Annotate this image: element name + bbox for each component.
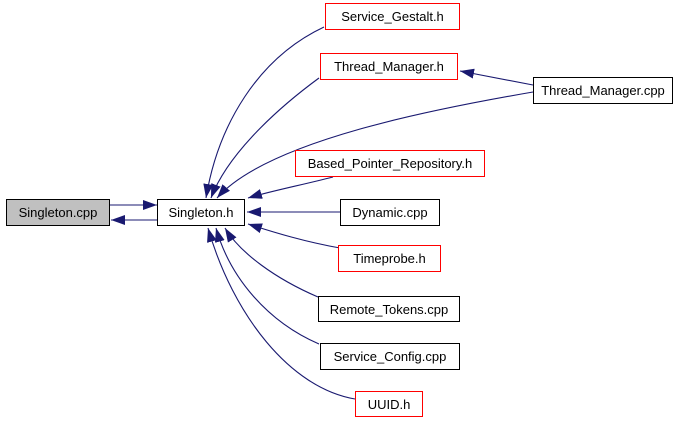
- edge-thread-manager-cpp-to-singleton-h: [216, 91, 534, 199]
- edge-thread-manager-cpp-to-thread-manager-h: [459, 68, 534, 86]
- node-service-gestalt-h[interactable]: Service_Gestalt.h: [325, 3, 460, 30]
- node-thread-manager-cpp: Thread_Manager.cpp: [533, 77, 673, 104]
- edge-remote-tokens-cpp-to-singleton-h: [224, 227, 319, 298]
- node-thread-manager-h[interactable]: Thread_Manager.h: [320, 53, 458, 80]
- edge-based-pointer-repository-h-to-singleton-h: [247, 176, 334, 199]
- node-uuid-h[interactable]: UUID.h: [355, 391, 423, 417]
- edge-service-gestalt-h-to-singleton-h: [203, 26, 325, 199]
- node-service-config-cpp: Service_Config.cpp: [320, 343, 460, 370]
- node-remote-tokens-cpp: Remote_Tokens.cpp: [318, 296, 460, 322]
- node-singleton-h: Singleton.h: [157, 199, 245, 226]
- node-timeprobe-h[interactable]: Timeprobe.h: [338, 245, 441, 272]
- node-singleton-cpp: Singleton.cpp: [6, 199, 110, 226]
- edge-timeprobe-h-to-singleton-h: [247, 223, 341, 249]
- node-dynamic-cpp: Dynamic.cpp: [340, 199, 440, 226]
- edge-uuid-h-to-singleton-h: [207, 227, 356, 400]
- edge-service-config-cpp-to-singleton-h: [214, 227, 320, 345]
- edge-thread-manager-h-to-singleton-h: [210, 77, 320, 199]
- node-based-pointer-repository-h[interactable]: Based_Pointer_Repository.h: [295, 150, 485, 177]
